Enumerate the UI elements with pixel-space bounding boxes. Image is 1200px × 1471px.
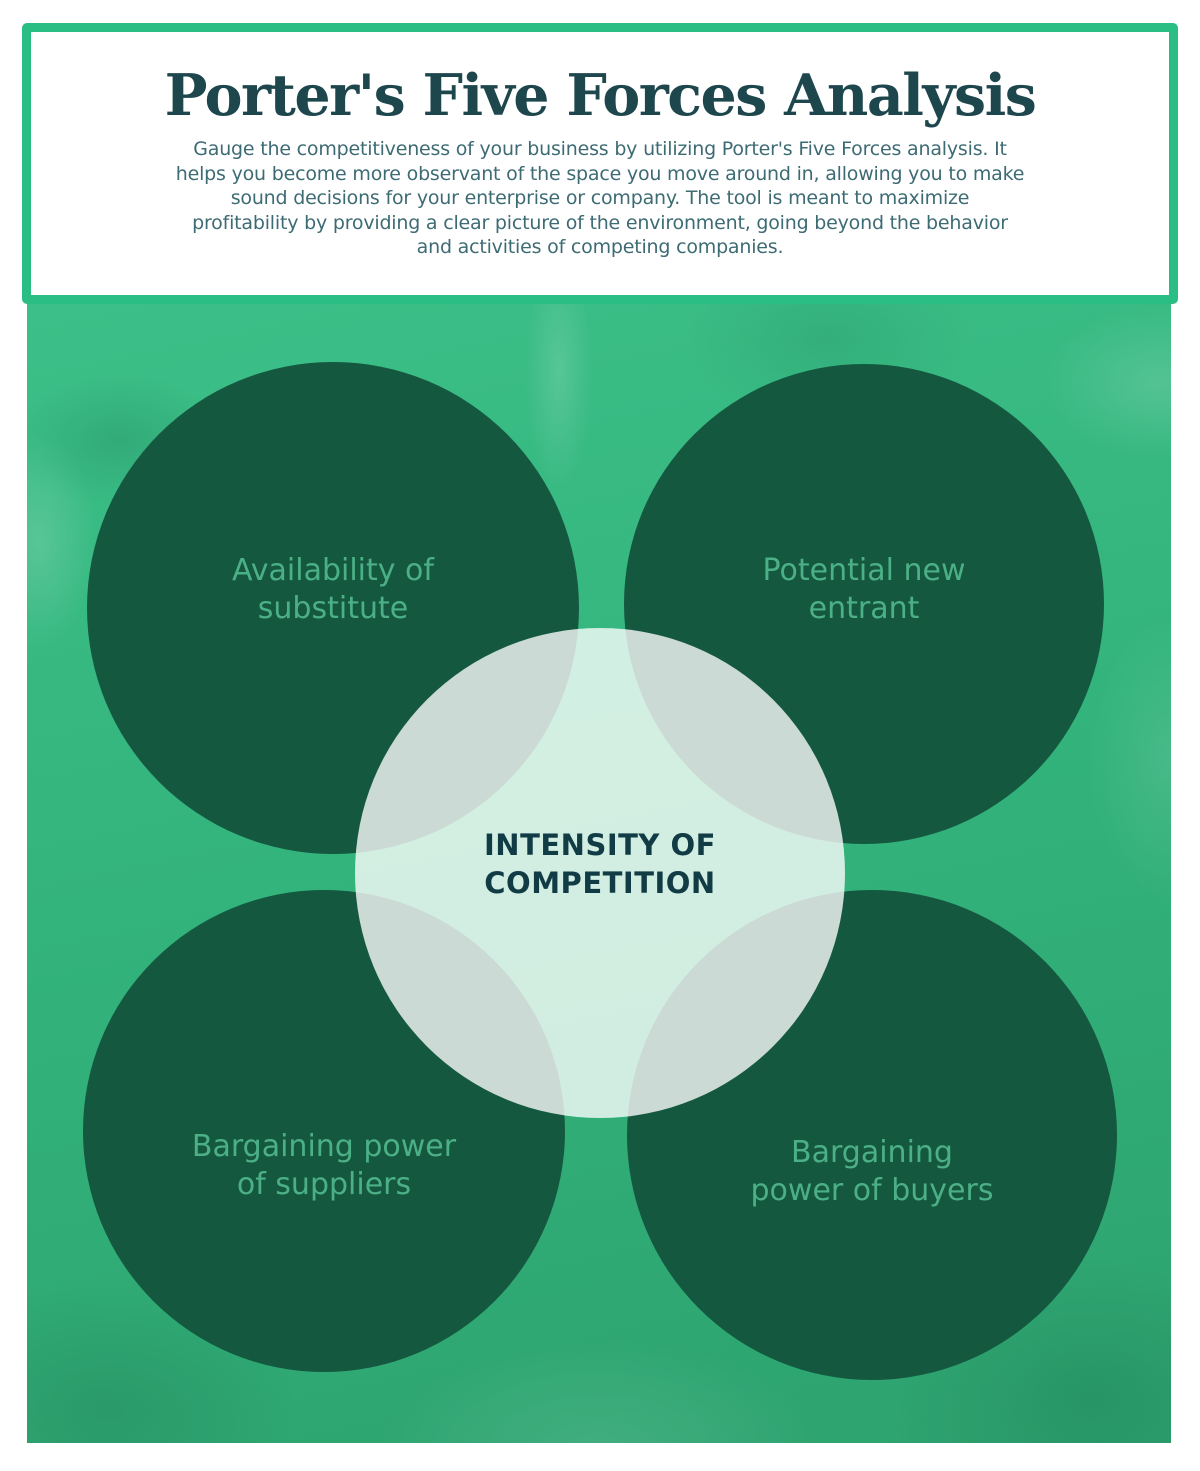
header-card: Porter's Five Forces Analysis Gauge the … bbox=[22, 23, 1178, 304]
force-label-bargaining-power-of-suppliers: Bargaining power of suppliers bbox=[191, 1129, 457, 1202]
force-label-potential-new-entrant: Potential new entrant bbox=[762, 553, 966, 626]
force-label-bargaining-power-of-buyers: Bargaining power of buyers bbox=[750, 1135, 994, 1208]
center-circle-intensity-of-competition: INTENSITY OF COMPETITION bbox=[355, 628, 845, 1118]
force-circle-availability-of-substitute: Availability of substitute bbox=[87, 362, 579, 854]
force-label-availability-of-substitute: Availability of substitute bbox=[232, 553, 434, 626]
center-label-intensity-of-competition: INTENSITY OF COMPETITION bbox=[484, 828, 716, 900]
five-forces-diagram: Availability of substitute Potential new… bbox=[27, 303, 1171, 1443]
page-title: Porter's Five Forces Analysis bbox=[164, 62, 1037, 129]
page-description: Gauge the competitiveness of your busine… bbox=[175, 138, 1025, 258]
